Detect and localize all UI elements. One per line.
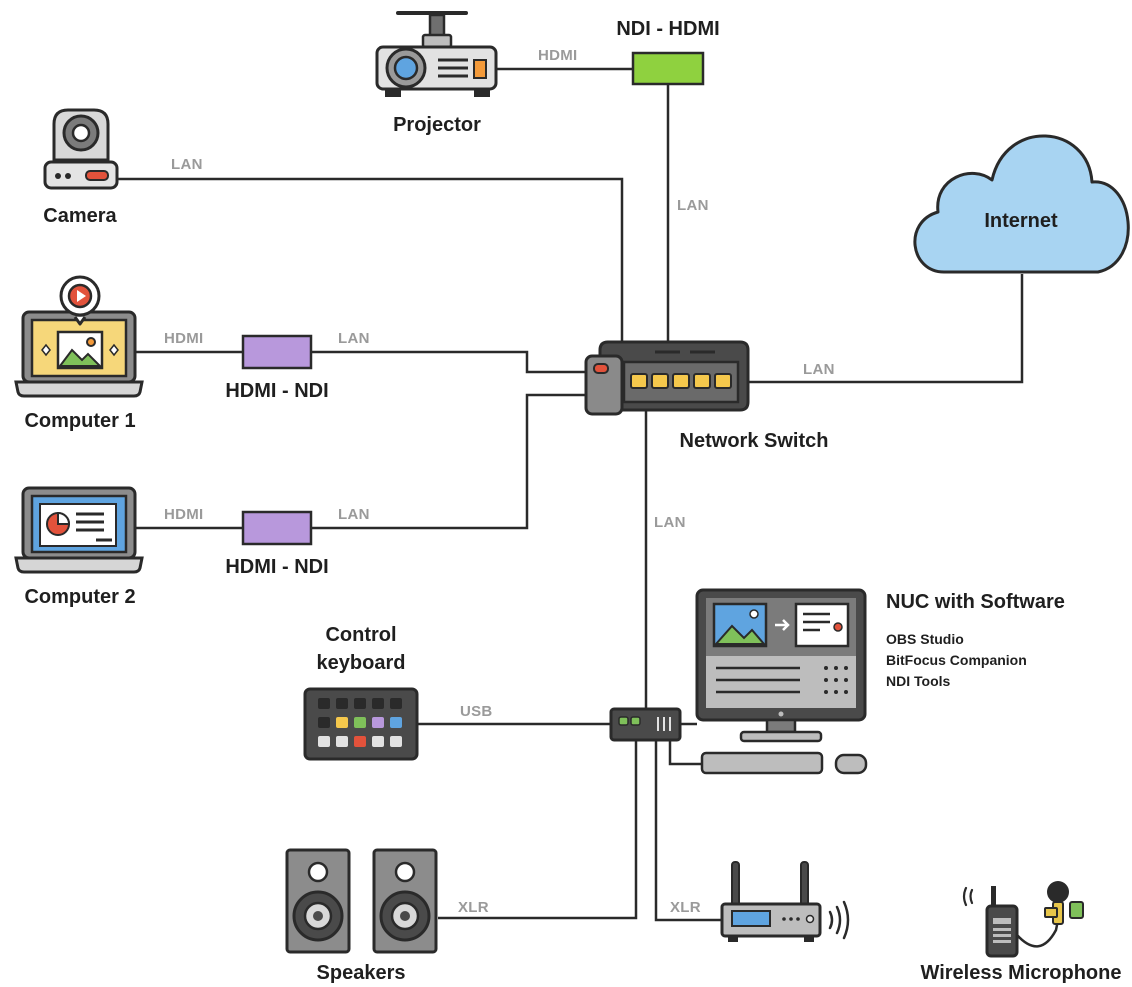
internet-label: Internet	[984, 210, 1058, 232]
computer2-label: Computer 2	[24, 586, 136, 608]
nuc-title: NUC with Software	[886, 591, 1065, 613]
camera-icon	[43, 108, 119, 190]
conn-label-computer1-hdmi: HDMI	[164, 330, 204, 347]
network-switch-label: Network Switch	[679, 430, 829, 452]
projector-label: Projector	[393, 114, 481, 136]
hdmi-ndi-converter-box-1	[241, 334, 313, 370]
camera-to-switch-line	[118, 177, 624, 352]
nuc-box-icon	[609, 707, 682, 742]
hdmi-ndi-label-1: HDMI - NDI	[225, 380, 329, 402]
conn-label-speakers-xlr: XLR	[458, 899, 489, 916]
computer2-laptop-icon	[14, 486, 144, 574]
nuc-monitor-icon	[695, 588, 867, 743]
control-keyboard-label-line1: Control	[325, 624, 397, 646]
speaker-left-icon	[285, 848, 351, 954]
converter2-to-switch-line	[311, 393, 598, 530]
speaker-right-icon	[372, 848, 438, 954]
conn-label-computer1-lan: LAN	[338, 330, 370, 347]
keyboard-peripheral-icon	[700, 751, 824, 775]
software-item-obs: OBS Studio	[886, 631, 964, 647]
control-keyboard-icon	[303, 687, 419, 761]
hdmi-ndi-label-2: HDMI - NDI	[225, 556, 329, 578]
projector-icon	[375, 11, 498, 97]
conn-label-receiver-xlr: XLR	[670, 899, 701, 916]
nuc-to-speakers-line	[438, 740, 638, 920]
conn-label-computer2-lan: LAN	[338, 506, 370, 523]
wireless-microphone-icon	[962, 881, 1084, 958]
play-bubble-icon	[59, 275, 101, 326]
conn-label-camera-lan: LAN	[171, 156, 203, 173]
conn-label-projector-hdmi: HDMI	[538, 47, 578, 64]
computer1-laptop-icon	[14, 310, 144, 398]
wireless-receiver-icon	[720, 861, 822, 942]
conn-label-switch-nuc-lan: LAN	[654, 514, 686, 531]
conn-label-keyboard-usb: USB	[460, 703, 493, 720]
conn-label-internet-lan: LAN	[803, 361, 835, 378]
nuc-to-keyboard-peripheral-line	[668, 740, 702, 766]
converter1-to-switch-line	[311, 350, 598, 374]
software-item-ndi-tools: NDI Tools	[886, 673, 951, 689]
control-keyboard-label-line2: keyboard	[316, 652, 406, 674]
conn-label-ndi-hdmi-lan: LAN	[677, 197, 709, 214]
nuc-to-receiver-line	[654, 740, 722, 922]
switch-to-internet-line	[748, 274, 1024, 384]
conn-label-computer2-hdmi: HDMI	[164, 506, 204, 523]
connection-lines	[118, 67, 1024, 922]
mouse-icon	[834, 753, 868, 775]
internet-cloud-icon	[913, 134, 1130, 274]
ndi-hdmi-converter-box	[631, 51, 705, 86]
wireless-signal-icon	[828, 900, 850, 940]
network-switch-icon	[584, 340, 750, 416]
software-item-companion: BitFocus Companion	[886, 652, 1027, 668]
ndi-hdmi-label: NDI - HDMI	[616, 18, 720, 40]
camera-label: Camera	[43, 205, 117, 227]
hdmi-ndi-converter-box-2	[241, 510, 313, 546]
computer1-label: Computer 1	[24, 410, 136, 432]
wireless-microphone-label: Wireless Microphone	[920, 962, 1122, 984]
speakers-label: Speakers	[316, 962, 406, 984]
